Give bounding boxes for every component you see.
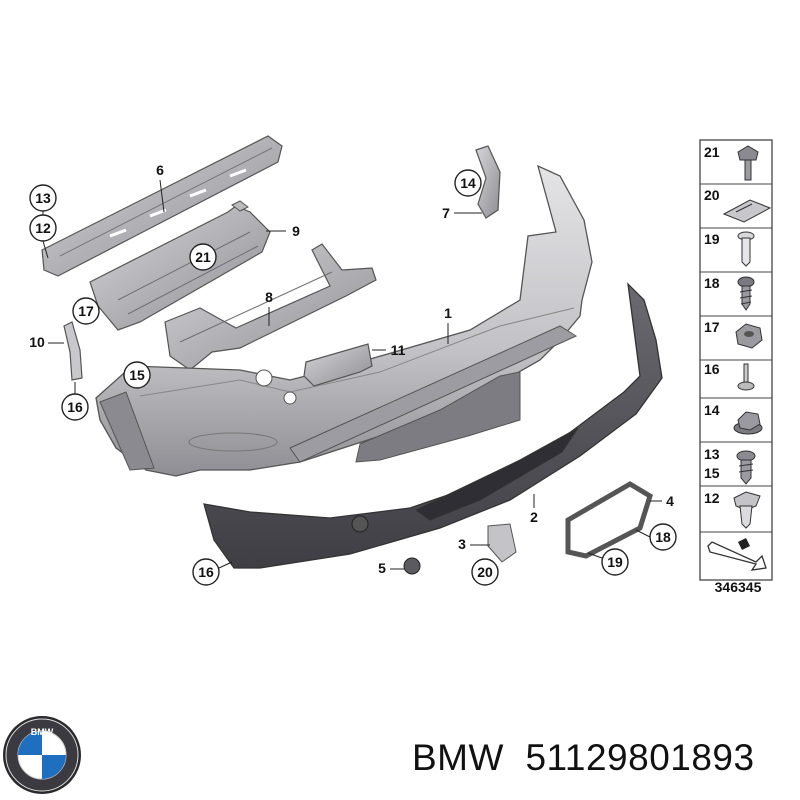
callout-21: 21 [189, 243, 217, 271]
brand-part-number: BMW 51129801893 [412, 737, 755, 778]
callout-5: 5 [378, 560, 404, 576]
svg-text:13: 13 [35, 190, 51, 206]
callout-11: 11 [372, 342, 406, 358]
tool-arrow-icon [707, 538, 767, 571]
callout-20: 20 [471, 558, 499, 586]
callout-14: 14 [454, 169, 482, 197]
callout-4: 4 [650, 493, 674, 509]
carrier-bracket-part [89, 200, 271, 331]
expanding-rivet-icon [737, 231, 755, 267]
svg-text:19: 19 [607, 554, 623, 570]
plug-part [403, 557, 421, 575]
callout-8: 8 [265, 289, 273, 326]
svg-text:19: 19 [704, 231, 720, 247]
svg-text:16: 16 [704, 361, 720, 377]
svg-text:12: 12 [35, 220, 51, 236]
spring-clip-icon [722, 199, 772, 223]
callout-16-upper: 16 [61, 382, 89, 421]
drawing-number: 346345 [715, 579, 762, 595]
legend-row-17: 17 [704, 319, 763, 349]
callout-13: 13 [29, 184, 57, 217]
bumper-trim-panel-part [95, 164, 593, 477]
lower-trim-part [203, 282, 663, 569]
callout-6: 6 [156, 162, 165, 213]
svg-text:8: 8 [265, 289, 273, 305]
svg-text:11: 11 [391, 342, 406, 358]
svg-text:3: 3 [458, 536, 466, 552]
legend-row-tool [707, 538, 767, 571]
svg-text:2: 2 [530, 509, 538, 525]
bmw-logo: BMW [3, 716, 81, 794]
legend-row-21: 21 [704, 144, 759, 181]
callout-10: 10 [29, 334, 64, 350]
callout-3: 3 [458, 536, 490, 552]
svg-text:5: 5 [378, 560, 386, 576]
license-frame-part [565, 481, 653, 559]
callout-7: 7 [442, 205, 482, 221]
callout-19: 19 [587, 548, 629, 576]
callout-17: 17 [72, 297, 100, 325]
svg-text:14: 14 [460, 175, 476, 191]
support-bracket-part [164, 243, 377, 371]
callout-15: 15 [123, 361, 151, 389]
svg-text:4: 4 [666, 493, 674, 509]
legend-row-14: 14 [704, 402, 763, 435]
svg-text:7: 7 [442, 205, 450, 221]
svg-text:20: 20 [704, 187, 720, 203]
svg-text:15: 15 [129, 367, 145, 383]
svg-text:16: 16 [67, 399, 83, 415]
mounting-bracket-part [63, 321, 83, 381]
cover-cap-part [487, 523, 517, 563]
callouts: 13 12 6 14 7 21 9 8 [29, 162, 677, 586]
legend-row-13-15: 13 15 [704, 446, 756, 485]
collar-screw-icon [736, 450, 756, 485]
hex-nut-washer-icon [733, 411, 763, 435]
svg-text:21: 21 [704, 144, 720, 160]
svg-text:14: 14 [704, 402, 720, 418]
legend-row-20: 20 [704, 187, 772, 223]
holder-part [303, 343, 373, 387]
svg-text:16: 16 [198, 564, 214, 580]
callout-2: 2 [530, 494, 538, 525]
torx-screw-icon [737, 145, 759, 181]
callout-9: 9 [266, 223, 300, 239]
svg-text:17: 17 [78, 303, 94, 319]
callout-18: 18 [635, 523, 677, 551]
push-rivet-icon [737, 363, 755, 391]
svg-text:20: 20 [477, 564, 493, 580]
legend-row-18: 18 [704, 275, 755, 311]
fastener-legend: 21 20 19 18 [699, 139, 773, 595]
svg-text:6: 6 [156, 162, 164, 178]
legend-row-19: 19 [704, 231, 755, 267]
svg-text:17: 17 [704, 319, 720, 335]
plastic-nut-icon [733, 491, 761, 529]
hex-nut-icon [735, 323, 763, 349]
callout-16-lower: 16 [192, 558, 233, 586]
svg-text:13: 13 [704, 446, 720, 462]
svg-text:15: 15 [704, 465, 720, 481]
legend-row-16: 16 [704, 361, 755, 391]
svg-text:10: 10 [29, 334, 45, 350]
svg-text:9: 9 [292, 223, 300, 239]
legend-row-12: 12 [704, 490, 761, 529]
impact-strip-part [41, 135, 283, 277]
svg-text:18: 18 [704, 275, 720, 291]
side-bracket-part [475, 145, 501, 219]
svg-text:BMW: BMW [31, 727, 54, 737]
svg-text:18: 18 [655, 529, 671, 545]
self-tapping-screw-icon [737, 276, 755, 311]
callout-12: 12 [29, 214, 57, 259]
svg-text:1: 1 [444, 305, 452, 321]
callout-1: 1 [444, 305, 452, 344]
svg-text:21: 21 [195, 249, 211, 265]
svg-text:12: 12 [704, 490, 720, 506]
